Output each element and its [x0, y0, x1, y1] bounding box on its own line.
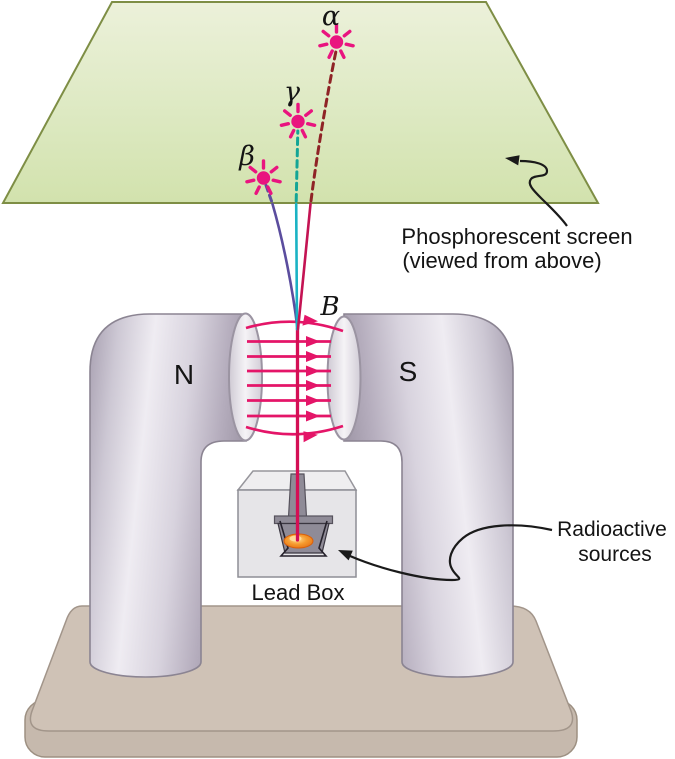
callout-arrows	[338, 155, 568, 582]
alpha-track-dashed	[309, 49, 338, 203]
beta-label: β	[238, 141, 255, 172]
screen-callout-arrowhead	[505, 155, 520, 166]
magnetic-field-lines	[245, 314, 344, 443]
field-label: B	[319, 292, 339, 322]
alpha-label: α	[322, 1, 340, 32]
screen-label-line2: (viewed from above)	[402, 248, 601, 273]
magnet-south-arm	[343, 313, 514, 678]
sources-label-line1: Radioactive	[557, 518, 667, 541]
sources-callout-arrowhead	[338, 550, 353, 561]
field-arrowheads	[302, 314, 320, 443]
lead-box-label: Lead Box	[252, 580, 345, 605]
screen-label-line1: Phosphorescent screen	[401, 224, 632, 249]
magnet-north-arm	[89, 313, 247, 678]
particle-tracks	[263, 49, 338, 542]
south-pole-label: S	[399, 356, 418, 387]
sources-label-line2: sources	[578, 543, 652, 566]
magnet	[89, 312, 514, 678]
screen-surface	[1, 1, 600, 204]
field-line-arc-top	[245, 320, 344, 333]
field-line-arc-bottom	[245, 424, 344, 436]
gamma-track-dashed	[294, 129, 300, 203]
north-pole-face	[228, 312, 263, 442]
north-pole-label: N	[174, 359, 194, 390]
phosphorescent-screen	[1, 1, 600, 204]
screen-callout-curve	[519, 159, 568, 227]
gamma-label: γ	[284, 77, 301, 108]
south-pole-face	[326, 315, 362, 441]
alpha-track-solid	[296, 202, 312, 331]
labels: α γ β B N S Phosphorescent screen (viewe…	[174, 1, 667, 605]
gamma-track-solid	[294, 202, 299, 331]
beta-track-solid	[271, 202, 299, 331]
radioactive-source-core	[289, 535, 302, 542]
sources-callout-curve	[349, 524, 553, 582]
cavity-top-rim	[273, 515, 334, 525]
